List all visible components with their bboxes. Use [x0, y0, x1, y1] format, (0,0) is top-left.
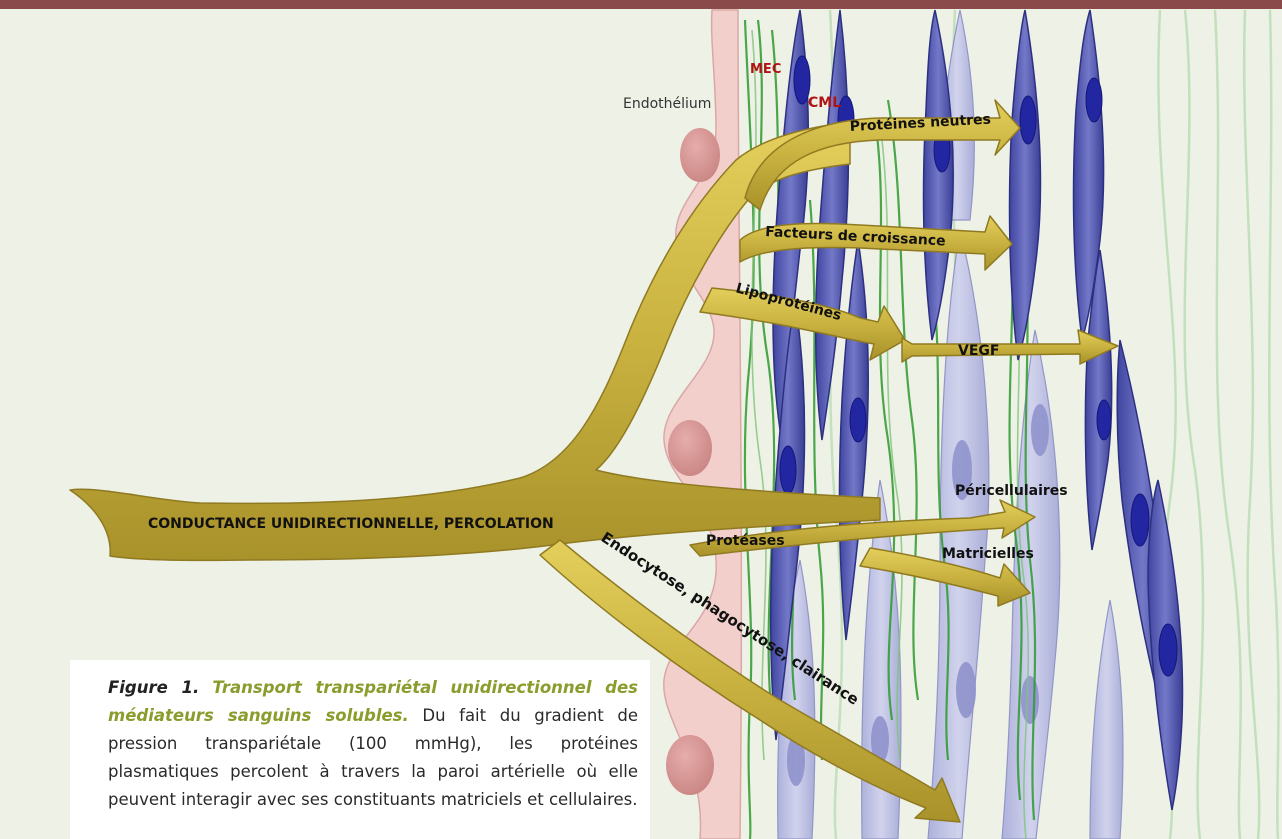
label-proteases: Protéases: [706, 533, 785, 549]
caption-label: Figure 1.: [108, 678, 199, 697]
endothelial-nucleus: [668, 420, 712, 476]
figure-caption: Figure 1. Transport transpariétal unidir…: [70, 660, 650, 839]
endothelial-nucleus: [666, 735, 714, 795]
label-cml: CML: [808, 95, 841, 111]
endothelium-layer: [664, 10, 742, 839]
label-mec: MEC: [750, 62, 781, 77]
label-pericellular: Péricellulaires: [955, 483, 1068, 499]
label-endothelium: Endothélium: [623, 96, 711, 112]
label-main-flow: CONDUCTANCE UNIDIRECTIONNELLE, PERCOLATI…: [148, 516, 554, 532]
label-vegf: VEGF: [958, 343, 999, 359]
label-matrix: Matricielles: [942, 546, 1034, 562]
endothelial-nucleus: [680, 128, 720, 182]
